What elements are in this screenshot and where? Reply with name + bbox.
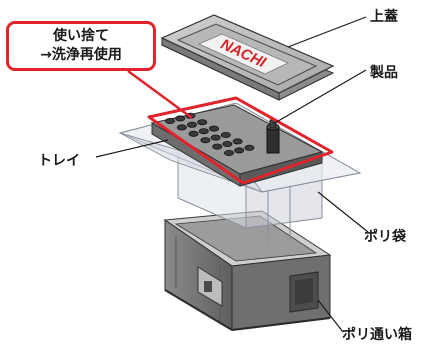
tray-pocket (232, 138, 243, 145)
leader-lines (95, 16, 369, 333)
tray-pocket (220, 131, 231, 138)
lid: NACHI (160, 14, 335, 101)
poly-returnable-box (163, 210, 332, 331)
product (266, 119, 280, 154)
tray-pocket (175, 115, 186, 122)
label-poly-bag: ポリ袋 (364, 229, 406, 245)
callout-box: 使い捨て →洗浄再使用 (6, 21, 156, 71)
label-tray: トレイ (38, 153, 80, 169)
callout-connector (127, 69, 193, 120)
tray-pocket (200, 137, 211, 144)
tray-pocket (164, 118, 175, 125)
tray-pocket (186, 121, 197, 128)
label-poly-box: ポリ通い箱 (342, 327, 412, 343)
tray-pocket (208, 125, 219, 132)
tray-highlight-frame (147, 96, 334, 185)
tray-pocket (244, 144, 255, 151)
tray-pocket (210, 134, 221, 141)
tray-pocket (197, 119, 208, 126)
tray-pocket (212, 143, 223, 150)
callout-line-1: 使い捨て (53, 28, 109, 44)
tray-cells (164, 112, 255, 156)
tray-pocket (222, 140, 233, 147)
label-lid: 上蓋 (370, 9, 398, 25)
tray-pocket (188, 130, 199, 137)
callout-line-2: →洗浄再使用 (40, 47, 122, 63)
tray-pocket (176, 124, 187, 131)
tray-pocket (223, 149, 234, 156)
tray-pocket (198, 128, 209, 135)
tray-pocket (234, 147, 245, 154)
label-product: 製品 (370, 65, 398, 81)
